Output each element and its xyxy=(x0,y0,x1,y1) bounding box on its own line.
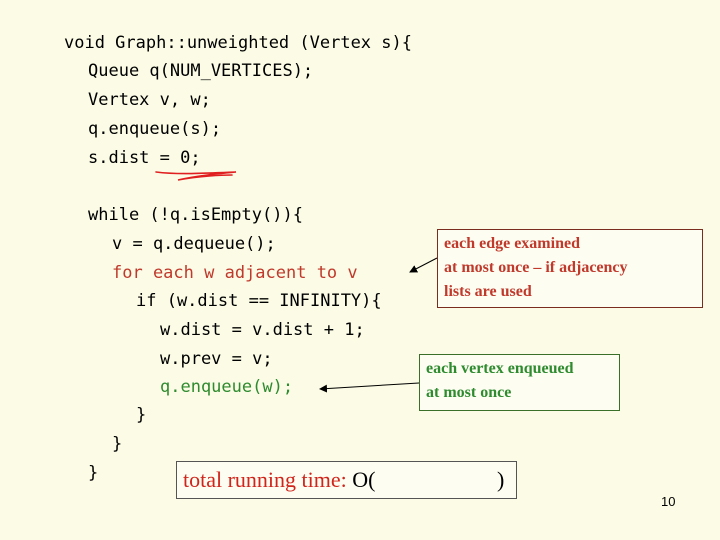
page-number: 10 xyxy=(661,494,676,509)
code-line-set-dist: w.dist = v.dist + 1; xyxy=(160,320,365,340)
running-time-formula: O( xyxy=(352,467,376,492)
callout-edge-examined: each edge examined at most once – if adj… xyxy=(437,229,703,308)
callout-edge-line-2: at most once – if adjacency xyxy=(444,259,628,276)
code-line-vertex-decl: Vertex v, w; xyxy=(88,90,211,110)
callout-vertex-enqueued: each vertex enqueued at most once xyxy=(419,354,620,411)
running-time-close-paren: ) xyxy=(497,467,505,492)
callout-vertex-line-1: each vertex enqueued xyxy=(426,360,574,377)
arrow-to-enqueue-w xyxy=(319,382,420,393)
code-line-signature: void Graph::unweighted (Vertex s){ xyxy=(64,33,412,53)
code-line-close-if: } xyxy=(136,405,147,425)
code-line-for-each: for each w adjacent to v xyxy=(112,263,358,283)
running-time-box: total running time: O() xyxy=(176,461,517,499)
running-time-label: total running time: xyxy=(183,467,347,492)
code-line-dequeue: v = q.dequeue(); xyxy=(112,234,276,254)
code-line-enqueue-w: q.enqueue(w); xyxy=(160,377,294,397)
code-line-while: while (!q.isEmpty()){ xyxy=(88,205,303,225)
callout-edge-line-3: lists are used xyxy=(444,283,532,300)
code-line-enqueue-source: q.enqueue(s); xyxy=(88,119,222,139)
callout-vertex-line-2: at most once xyxy=(426,384,512,401)
code-line-set-prev: w.prev = v; xyxy=(160,349,273,369)
handwritten-underline xyxy=(155,171,237,181)
code-line-close-function: } xyxy=(88,463,99,483)
code-line-source-dist: s.dist = 0; xyxy=(88,148,201,168)
callout-edge-line-1: each edge examined xyxy=(444,235,580,252)
code-line-close-while: } xyxy=(112,434,123,454)
arrow-to-for-each xyxy=(409,257,438,273)
code-line-if-infinity: if (w.dist == INFINITY){ xyxy=(136,291,382,311)
code-line-queue-decl: Queue q(NUM_VERTICES); xyxy=(88,61,314,81)
